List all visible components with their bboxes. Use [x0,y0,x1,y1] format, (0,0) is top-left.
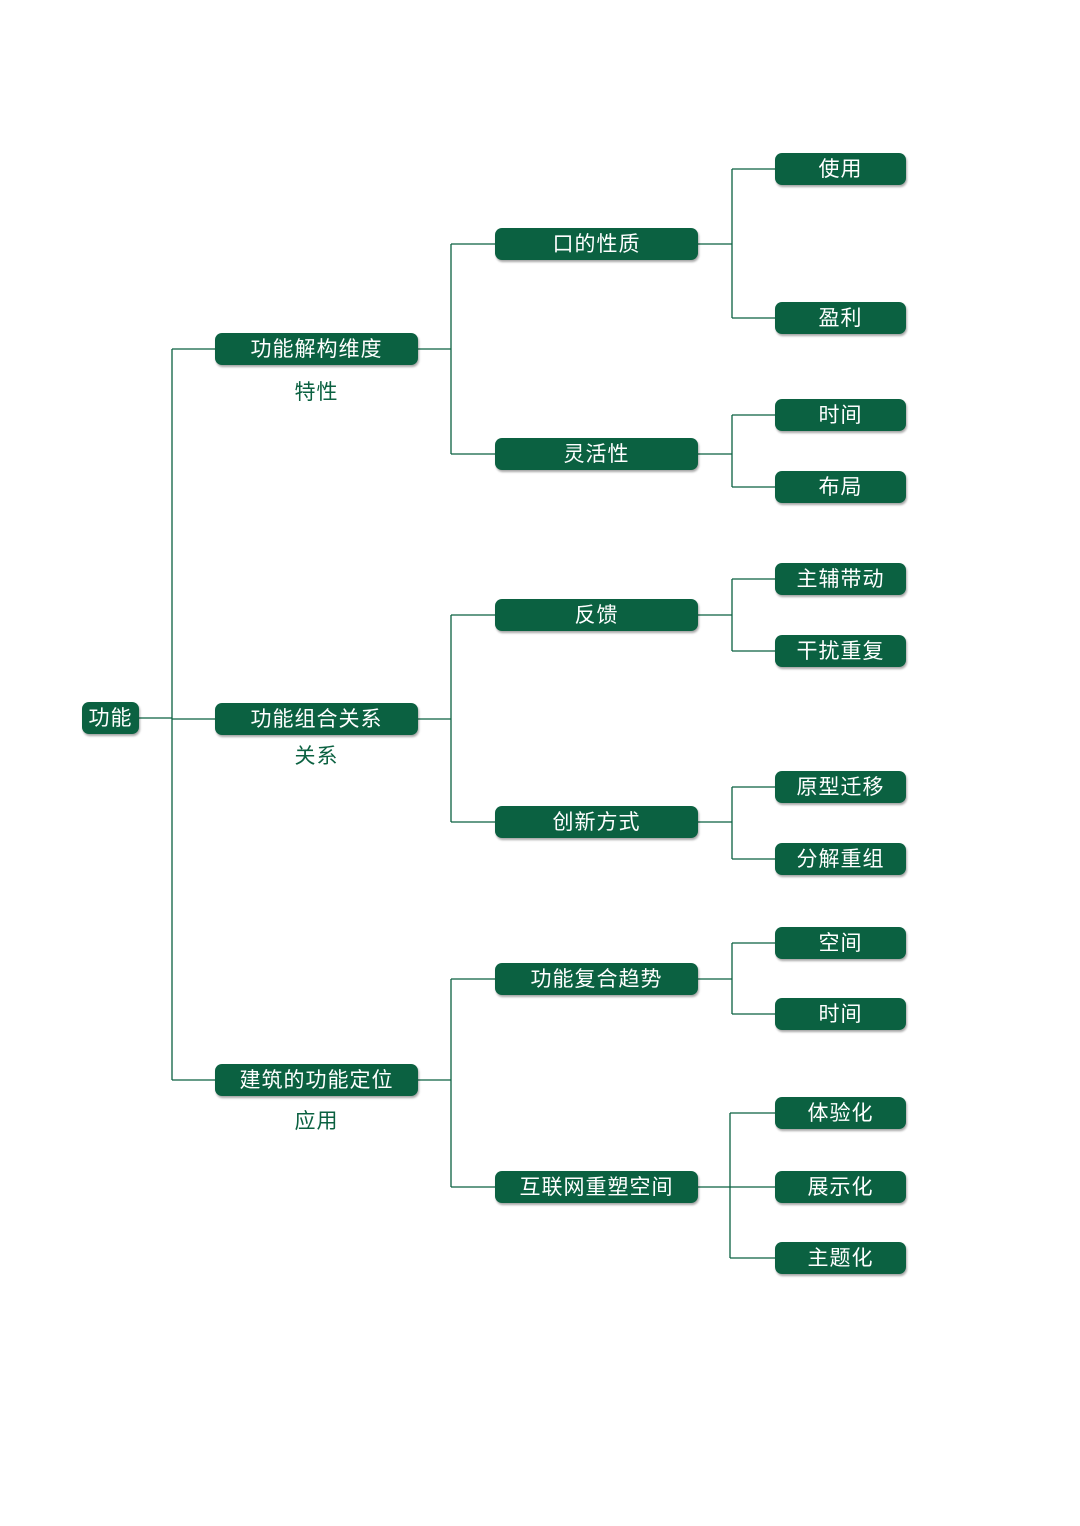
connector-a2 [698,414,775,488]
leaf-node: 干扰重复 [775,635,906,667]
branch-node-deconstruction: 功能解构维度 [215,333,418,365]
leaf-node: 展示化 [775,1171,906,1203]
subbranch-node-flexibility: 灵活性 [495,438,698,470]
leaf-node: 盈利 [775,302,906,334]
connector-branch-a [418,243,495,455]
leaf-node: 主辅带动 [775,563,906,595]
subbranch-node-feedback: 反馈 [495,599,698,631]
leaf-node: 布局 [775,471,906,503]
leaf-node: 空间 [775,927,906,959]
subbranch-node-nature: 口的性质 [495,228,698,260]
branch-caption-application: 应用 [294,1109,339,1133]
branch-caption-characteristics: 特性 [294,380,339,404]
connector-c1 [698,942,775,1015]
leaf-node: 主题化 [775,1242,906,1274]
connector-b2 [698,786,775,860]
connector-branch-b [418,614,495,823]
connector-b1 [698,578,775,652]
branch-caption-relation: 关系 [294,744,339,768]
root-node: 功能 [82,702,139,734]
subbranch-node-internet-reshape: 互联网重塑空间 [495,1171,698,1203]
connector-c2 [698,1112,775,1259]
subbranch-node-innovation: 创新方式 [495,806,698,838]
connector-a1 [698,168,775,319]
leaf-node: 原型迁移 [775,771,906,803]
leaf-node: 体验化 [775,1097,906,1129]
branch-node-positioning: 建筑的功能定位 [215,1064,418,1096]
subbranch-node-composite-trend: 功能复合趋势 [495,963,698,995]
leaf-node: 时间 [775,399,906,431]
branch-node-combination: 功能组合关系 [215,703,418,735]
connector-branch-c [418,978,495,1188]
connector-root [139,348,215,1081]
leaf-node: 分解重组 [775,843,906,875]
leaf-node: 使用 [775,153,906,185]
leaf-node: 时间 [775,998,906,1030]
